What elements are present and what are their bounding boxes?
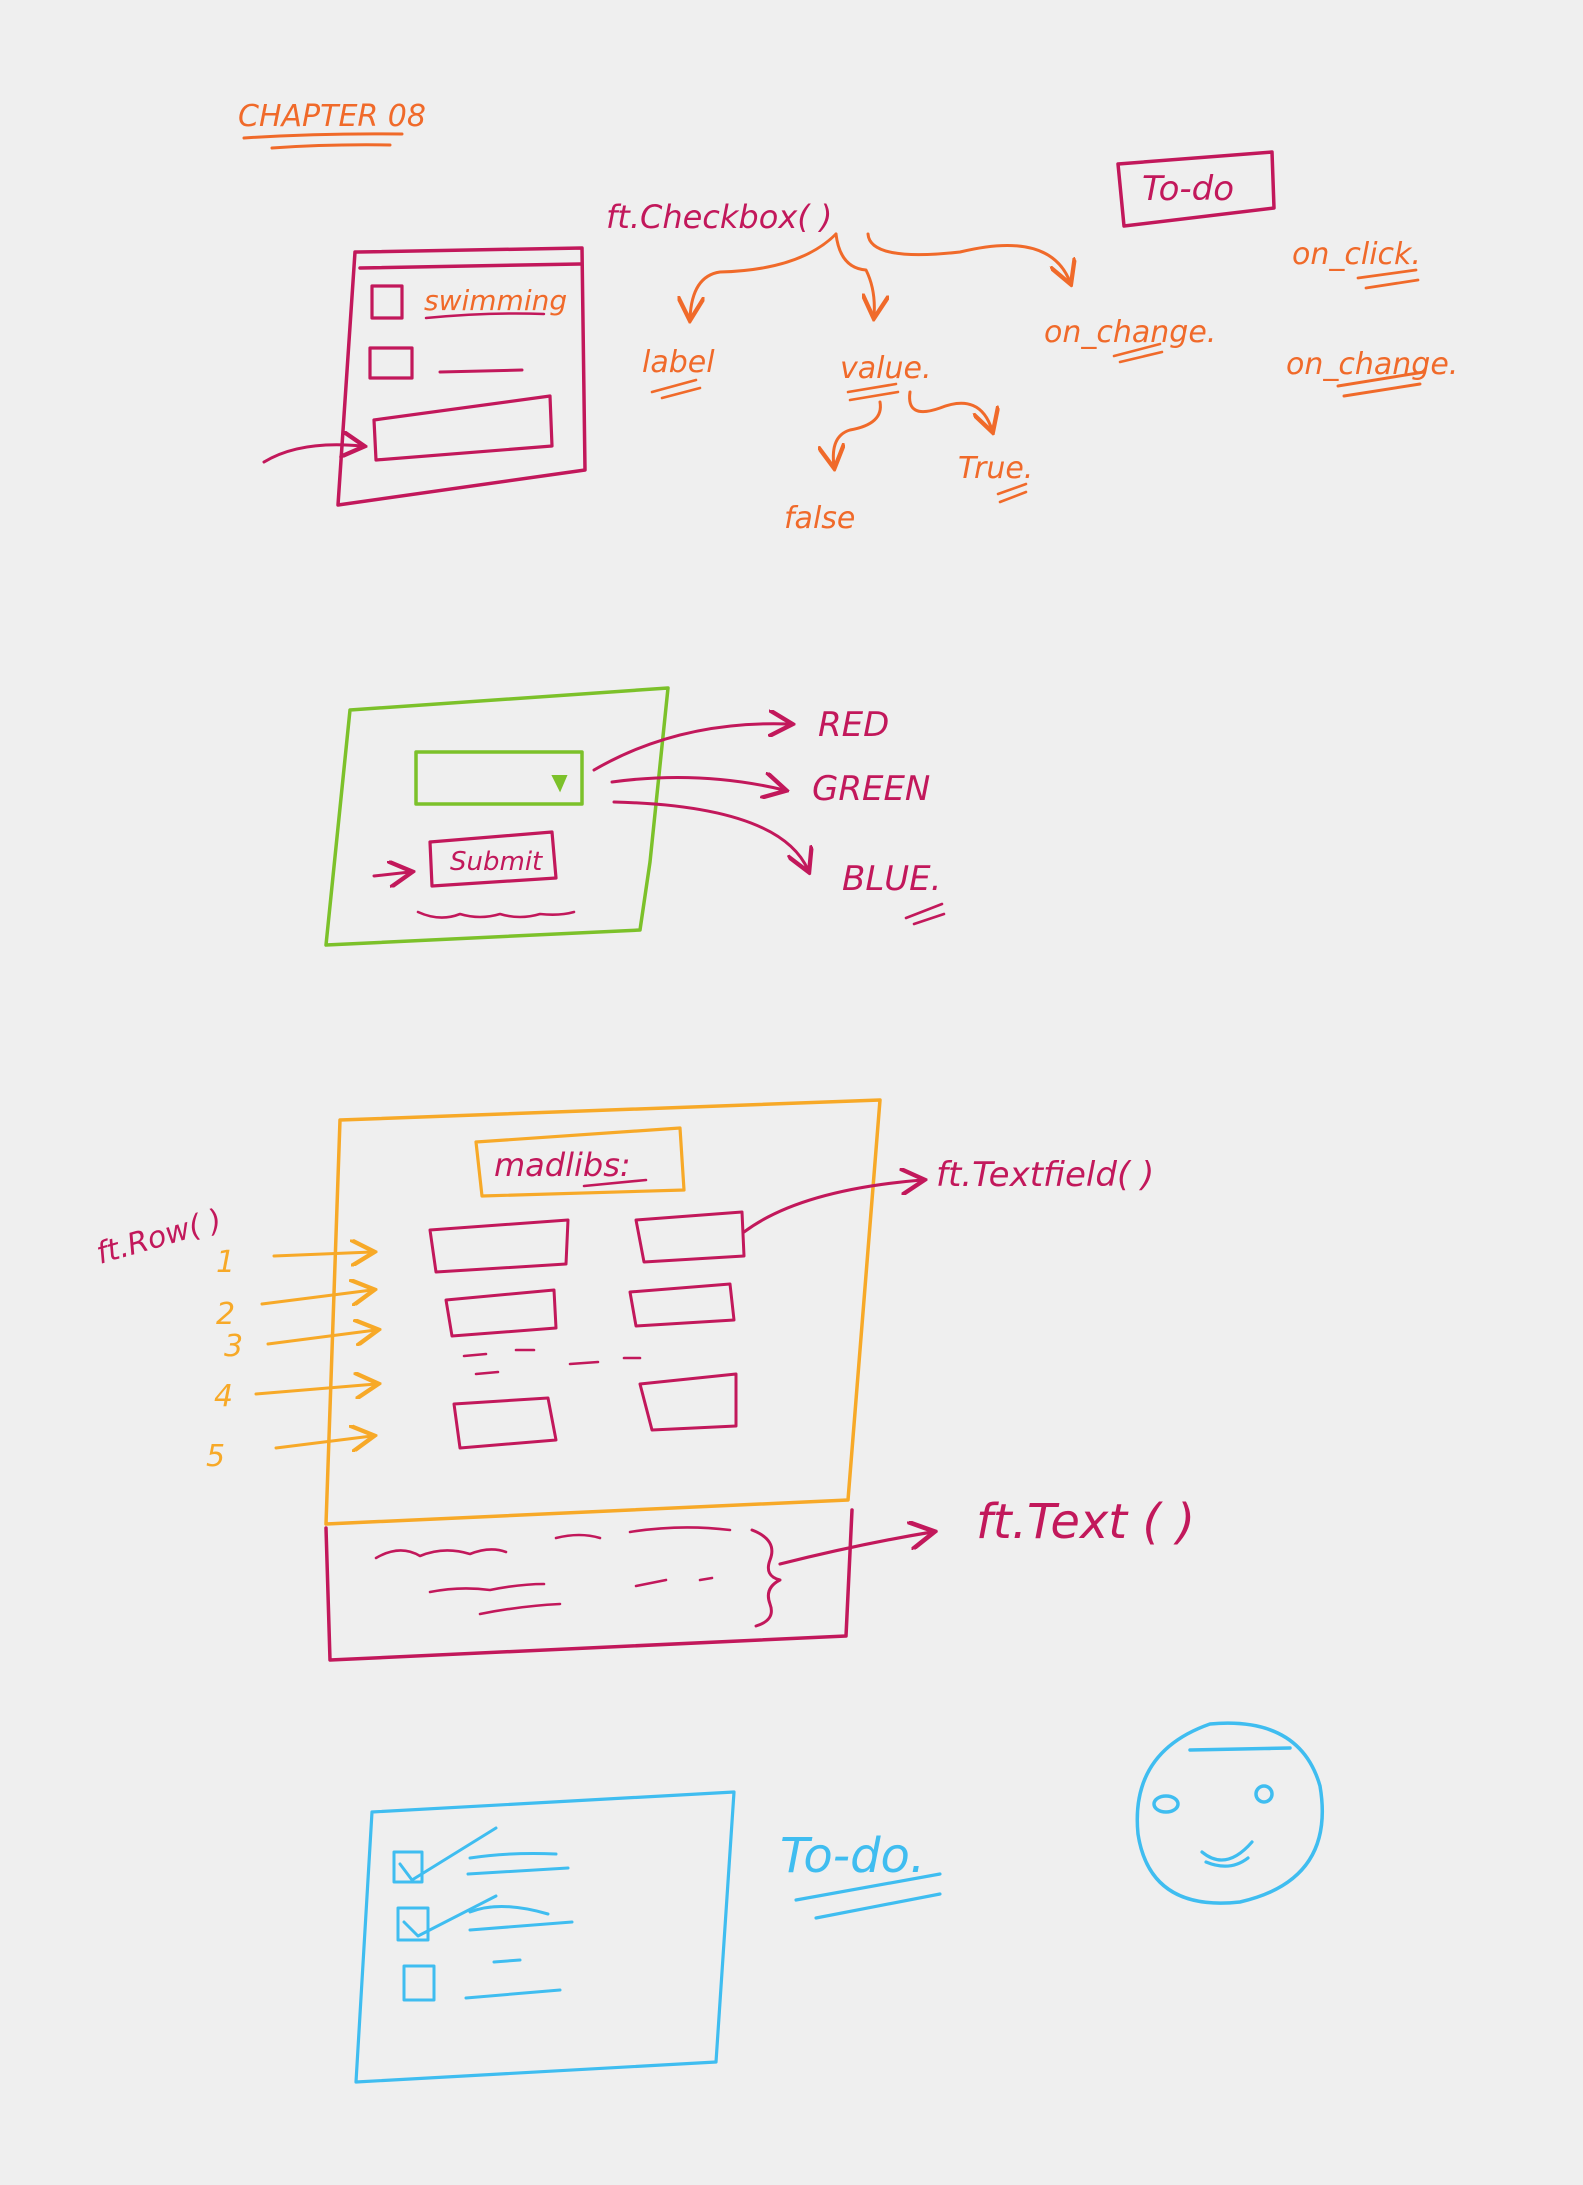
arrow-to-true: [908, 390, 992, 430]
blue-underline: [904, 902, 946, 926]
todo-item-line-2: [468, 1904, 574, 1932]
row-arrow-1: [272, 1252, 372, 1256]
option-red: RED: [818, 705, 889, 745]
arrow-green: [610, 778, 784, 791]
swimming-underline: [424, 312, 546, 320]
arrow-red: [592, 724, 790, 772]
textfield-callout-arrow: [742, 1180, 922, 1234]
todo-checkmark-1: [398, 1826, 498, 1882]
madlibs-title-underline: [582, 1178, 648, 1188]
madlibs-textfield-4: [628, 1282, 736, 1328]
todo-checkbox-2: [396, 1906, 430, 1942]
submit-pointer-arrow: [372, 872, 410, 876]
submit-button-mock: [428, 830, 558, 888]
prop-label-underline: [650, 378, 702, 400]
madlibs-title-text: madlibs:: [494, 1146, 631, 1184]
text-call-label: ft.Text ( ): [976, 1494, 1195, 1550]
row-arrow-2: [260, 1290, 372, 1304]
value-true: True.: [958, 451, 1033, 486]
row-arrow-3: [266, 1330, 376, 1344]
todo-window-mock: [354, 1790, 736, 2084]
pointer-arrow: [262, 445, 362, 464]
madlibs-dashes: [462, 1348, 642, 1376]
true-underline: [996, 482, 1028, 504]
checkbox-icon: [370, 284, 404, 320]
todo-item-line-1: [466, 1852, 570, 1876]
chapter-underline: [242, 132, 404, 150]
row-number-2: 2: [216, 1297, 235, 1332]
input-box-mock: [372, 394, 554, 462]
todo-checkmark-2: [402, 1894, 498, 1938]
arrow-to-value: [834, 232, 874, 316]
submit-squiggle: [416, 910, 576, 919]
madlibs-output-area: [324, 1508, 854, 1662]
arrow-blue: [612, 800, 808, 870]
row-call-label: ft.Row( ): [93, 1203, 226, 1272]
option-blue: BLUE.: [842, 859, 941, 899]
dropdown-field: [414, 750, 584, 806]
value-false: false: [784, 501, 855, 536]
madlibs-title-box: [474, 1126, 686, 1198]
madlibs-textfield-3: [444, 1288, 558, 1338]
todo-section-underline: [794, 1872, 942, 1920]
row-number-5: 5: [206, 1439, 225, 1474]
chapter-heading: CHAPTER 08: [238, 99, 426, 134]
todo-checkbox-3: [402, 1964, 436, 2002]
prop-value: value.: [840, 351, 931, 386]
arrow-to-false: [833, 400, 882, 466]
row-number-3: 3: [224, 1329, 243, 1364]
output-brace: [750, 1528, 782, 1628]
smiley-face-icon: [1135, 1721, 1325, 1905]
checkbox-method-label: ft.Checkbox( ): [606, 198, 832, 236]
madlibs-textfield-6: [638, 1372, 738, 1432]
dropdown-window-mock: [324, 686, 670, 947]
event-on-change: on_change.: [1286, 347, 1458, 382]
todo-title-text: To-do: [1142, 169, 1234, 209]
madlibs-window-mock: [324, 1098, 882, 1526]
text-callout-arrow: [778, 1532, 932, 1566]
option-green: GREEN: [812, 769, 930, 809]
todo-checkbox-1: [392, 1850, 424, 1884]
on-click-underline: [1356, 268, 1420, 290]
on-change-underline: [1112, 342, 1164, 364]
checkbox-window-mock: [336, 246, 587, 507]
row-arrow-5: [274, 1436, 372, 1448]
row-arrow-4: [254, 1384, 376, 1394]
todo-item-line-3: [464, 1958, 562, 2000]
row-number-1: 1: [216, 1245, 235, 1280]
prop-on-change: on_change.: [1044, 315, 1216, 350]
prop-label: label: [642, 345, 715, 380]
checkbox-icon-2: [368, 346, 414, 380]
arrow-to-on-change: [866, 232, 1070, 282]
on-change-event-underline: [1336, 370, 1426, 398]
swimming-label: swimming: [424, 284, 567, 317]
madlibs-textfield-1: [428, 1218, 570, 1274]
dropdown-caret-icon: [551, 775, 568, 793]
row-number-4: 4: [214, 1379, 233, 1414]
madlibs-textfield-5: [452, 1396, 558, 1450]
textfield-call-label: ft.Textfield( ): [936, 1155, 1154, 1195]
todo-title-box: [1116, 150, 1276, 228]
todo-section-title: To-do.: [780, 1828, 925, 1884]
submit-button-label: Submit: [450, 847, 543, 877]
arrow-to-label: [690, 232, 838, 318]
placeholder-line: [438, 368, 524, 374]
event-on-click: on_click.: [1292, 237, 1421, 272]
prop-value-underline: [846, 382, 900, 402]
madlibs-textfield-2: [634, 1210, 746, 1264]
output-squiggles: [374, 1526, 732, 1616]
